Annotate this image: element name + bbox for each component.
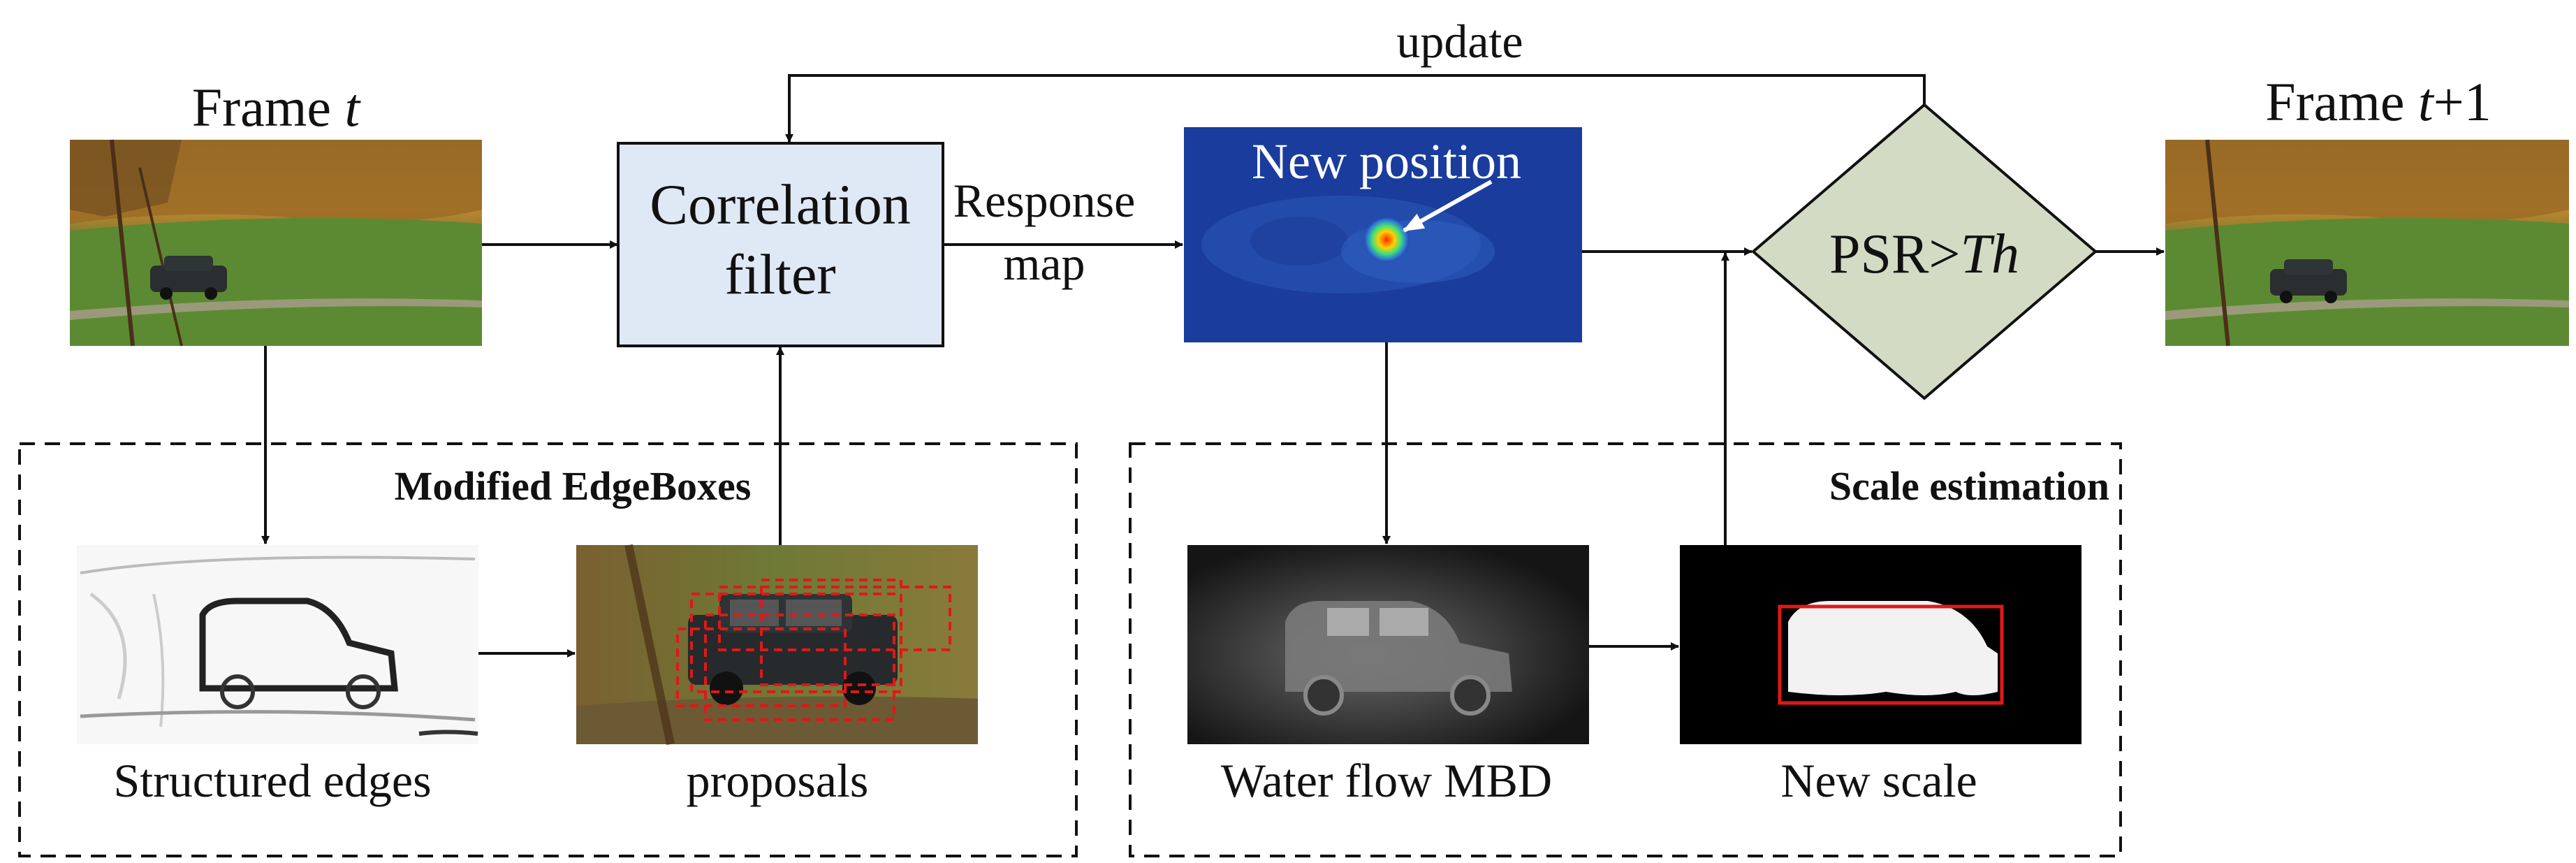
psr-label: PSR>Th — [1829, 224, 2019, 285]
edgeboxes-title: Modified EdgeBoxes — [395, 463, 752, 509]
structured-edges-caption: Structured edges — [113, 754, 431, 807]
response-map-image — [1184, 127, 1582, 342]
filter-line2: filter — [724, 242, 835, 306]
proposal-boxes — [676, 579, 951, 721]
water-flow-mbd-caption: Water flow MBD — [1221, 754, 1552, 807]
proposals-image — [576, 544, 978, 746]
scale-bounding-box — [1778, 604, 2004, 705]
update-feedback-line — [785, 74, 1926, 143]
update-label: update — [1396, 15, 1523, 68]
correlation-filter-box — [617, 142, 944, 347]
new-position-label: New position — [1252, 133, 1521, 189]
scale-estimation-title: Scale estimation — [1829, 463, 2109, 509]
scale-estimation-group — [1129, 442, 2122, 857]
frame-t-label: Frame t — [192, 77, 362, 138]
response-peak — [1363, 216, 1410, 263]
filter-line1: Correlation — [650, 173, 910, 236]
frame-t-image — [70, 139, 482, 347]
psr-decision-diamond — [1750, 103, 2098, 400]
water-flow-mbd-image — [1187, 545, 1589, 744]
peak-pointer-arrow — [1403, 180, 1493, 233]
edgeboxes-group — [18, 442, 1078, 857]
car-small-icon — [2270, 259, 2347, 303]
response-label-line1: Response — [953, 174, 1136, 227]
new-scale-caption: New scale — [1780, 754, 1977, 807]
proposals-caption: proposals — [687, 754, 869, 807]
new-scale-image — [1680, 545, 2081, 744]
frame-t1-image — [2165, 139, 2569, 347]
frame-t1-label: Frame t+1 — [2265, 71, 2491, 132]
car-small-icon — [150, 256, 227, 300]
structured-edges-image — [77, 545, 478, 744]
